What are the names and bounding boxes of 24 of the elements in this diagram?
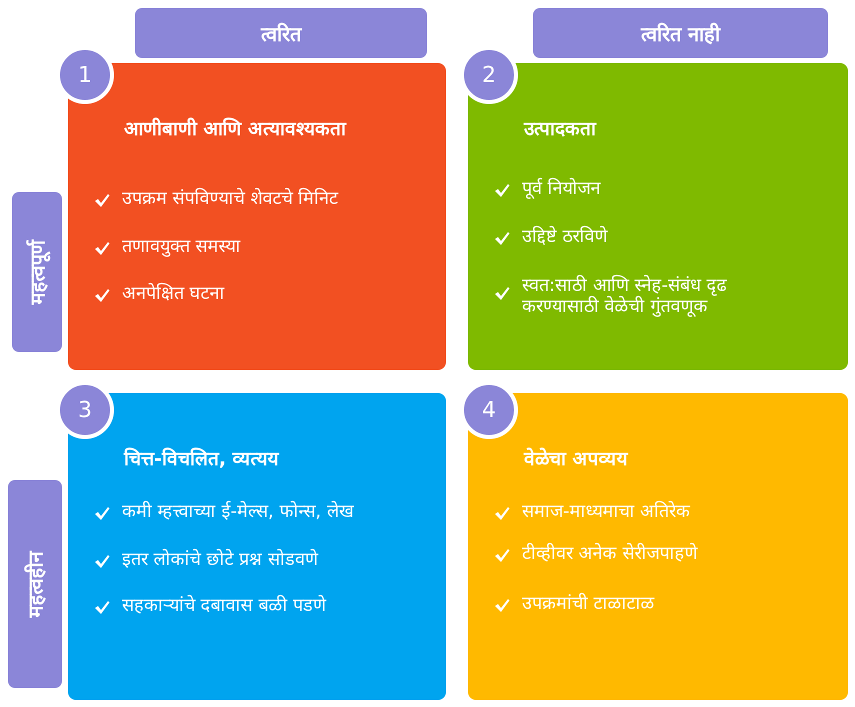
list-item: समाज-माध्यमाचा अतिरेक xyxy=(522,501,692,522)
list-item: उपक्रमांची टाळाटाळ xyxy=(522,593,656,614)
quadrant-panel xyxy=(468,63,848,370)
row-header: महत्वपूर्ण xyxy=(12,192,62,352)
list-item: सहकाऱ्यांचे दबावास बळी पडणे xyxy=(122,595,328,616)
list-item: इतर लोकांचे छोटे प्रश्न सोडवणे xyxy=(122,549,320,570)
list-item: उद्दिष्टे ठरविणे xyxy=(522,226,609,247)
list-item: टीव्हीवर अनेक सेरीजपाहणे xyxy=(522,543,699,564)
list-item: स्वत:साठी आणि स्नेह-संबंध दृढ करण्यासाठी वेळेची गुंतवणूक xyxy=(522,275,728,317)
quadrant-panel xyxy=(68,393,446,700)
quadrant-heading: चित्त-विचलित, व्यत्यय xyxy=(124,446,279,471)
quadrant-heading: वेळेचा अपव्यय xyxy=(524,446,628,471)
list-item: अनपेक्षित घटना xyxy=(122,283,226,304)
quadrant-heading: उत्पादकता xyxy=(524,117,596,141)
list-item: उपक्रम संपविण्याचे शेवटचे मिनिट xyxy=(122,188,340,209)
quadrant-panel xyxy=(468,393,848,700)
quadrant-panel xyxy=(68,63,446,370)
list-item: तणावयुक्त समस्या xyxy=(122,236,242,257)
list-item: कमी म्हत्त्वाच्या ई-मेल्स, फोन्स, लेख xyxy=(122,501,355,522)
column-header: त्वरित xyxy=(135,8,427,58)
column-header: त्वरित नाही xyxy=(533,8,828,58)
quadrant-heading: आणीबाणी आणि अत्यावश्यकता xyxy=(124,116,346,141)
list-item: पूर्व नियोजन xyxy=(522,178,602,199)
row-header: महत्वहीन xyxy=(8,480,62,688)
